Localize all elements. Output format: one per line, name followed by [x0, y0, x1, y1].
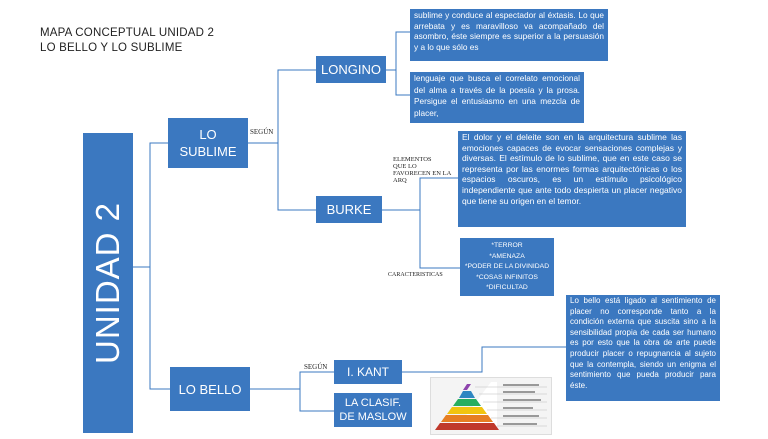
node-burke-label: BURKE — [326, 202, 372, 217]
node-longino: LONGINO — [316, 56, 386, 83]
connector-bello — [250, 371, 334, 412]
characteristic-item: *DIFICULTAD — [486, 284, 528, 291]
label-elementos: ELEMENTOS QUE LO FAVORECEN EN LA ARQ — [393, 156, 451, 184]
characteristic-item: *TERROR — [491, 242, 523, 249]
node-bello: LO BELLO — [170, 367, 250, 411]
connector-sublime — [248, 69, 316, 211]
connector-burke — [382, 177, 460, 269]
node-kant-label: I. KANT — [346, 365, 389, 379]
burke-text-1: El dolor y el deleite son en la arquitec… — [458, 131, 686, 227]
longino-text-1: sublime y conduce al espectador al éxtas… — [410, 9, 608, 61]
characteristic-item: *COSAS INFINITOS — [476, 273, 538, 281]
map-title-line-1: MAPA CONCEPTUAL UNIDAD 2 — [40, 27, 215, 39]
label-elementos-line-4: ARQ — [393, 177, 407, 184]
node-maslow-label: LA CLASIF. DE MASLOW — [339, 397, 407, 423]
node-sublime: LO SUBLIME — [168, 118, 248, 168]
characteristic-item: *AMENAZA — [489, 252, 525, 260]
node-maslow: LA CLASIF. DE MASLOW — [334, 393, 412, 427]
main-topic-box: UNIDAD 2 — [83, 133, 133, 433]
label-elementos-line-1: ELEMENTOS — [393, 156, 432, 163]
node-bello-label: LO BELLO — [178, 381, 242, 397]
connector-longino — [386, 31, 410, 96]
label-elementos-line-2: QUE LO — [393, 163, 417, 170]
label-segun-bello: SEGÚN — [304, 363, 328, 371]
node-burke: BURKE — [316, 196, 382, 223]
map-title-line-2: LO BELLO Y LO SUBLIME — [40, 42, 183, 54]
label-elementos-line-3: FAVORECEN EN LA — [393, 170, 452, 177]
maslow-pyramid-image — [430, 377, 552, 435]
connector-kant — [402, 346, 566, 373]
label-caracteristicas: CARACTERISTICAS — [388, 272, 443, 278]
longino-text-2: lenguaje que busca el correlato emociona… — [410, 72, 584, 123]
characteristic-item: *PODER DE LA DIVINIDAD — [464, 263, 550, 270]
maslow-pyramid-icon — [435, 382, 547, 430]
label-segun-sublime: SEGÚN — [250, 128, 274, 136]
kant-text-1: Lo bello está ligado al sentimiento de p… — [566, 295, 720, 401]
burke-characteristics-box: *TERROR *AMENAZA *PODER DE LA DIVINIDAD … — [460, 238, 554, 296]
node-sublime-label: LO SUBLIME — [179, 127, 237, 159]
node-longino-label: LONGINO — [321, 62, 381, 77]
main-topic-label: UNIDAD 2 — [89, 201, 126, 365]
connector-main — [133, 142, 170, 390]
node-kant: I. KANT — [334, 360, 402, 384]
